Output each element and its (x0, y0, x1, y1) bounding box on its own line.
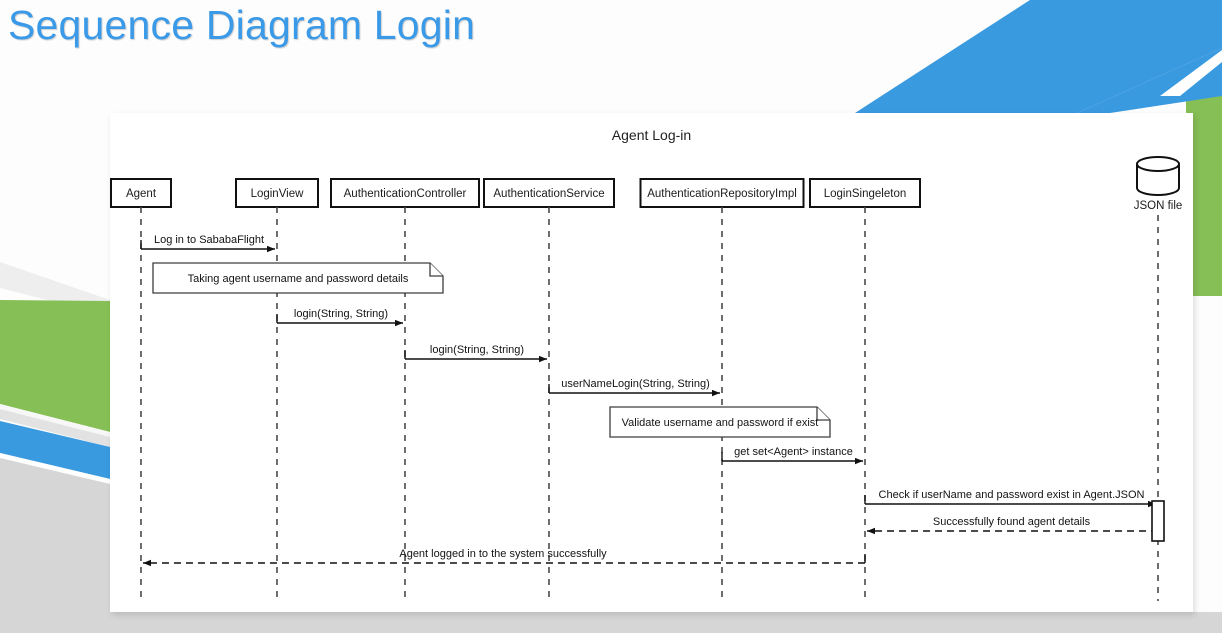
note-n2[interactable]: Validate username and password if exist (609, 406, 831, 438)
notes-group: Taking agent username and password detai… (152, 262, 831, 438)
database-icon (1136, 164, 1180, 196)
message-m5[interactable]: get set<Agent> instance (721, 446, 863, 465)
deco-gray-bottom-strip (0, 612, 1222, 633)
deco-gray-left-mid (0, 409, 110, 447)
message-m7[interactable]: Successfully found agent details (867, 516, 1159, 535)
message-label: login(String, String) (430, 344, 524, 356)
deco-blue-top-2 (1077, 48, 1222, 113)
lifeline-label: Agent (126, 188, 157, 200)
sequence-diagram-svg: Agent LoginView AuthenticationController Au… (110, 156, 1183, 601)
lifeline-agent[interactable]: Agent (110, 178, 172, 601)
message-m8[interactable]: Agent logged in to the system successful… (143, 548, 866, 567)
note-body (152, 262, 444, 294)
message-m2[interactable]: login(String, String) (276, 308, 403, 327)
message-m4[interactable]: userNameLogin(String, String) (548, 378, 720, 397)
note-n1[interactable]: Taking agent username and password detai… (152, 262, 444, 294)
note-body (609, 406, 831, 438)
message-label: Successfully found agent details (933, 516, 1091, 528)
deco-white-left-1 (0, 404, 110, 437)
deco-gray-left-bottom (0, 458, 110, 612)
diagram-title: Agent Log-in (611, 127, 692, 143)
lifeline-jsonfile[interactable]: JSON file (1134, 156, 1183, 601)
lifelines-group: Agent LoginView AuthenticationController Au… (110, 156, 1183, 601)
deco-gray-left-top (0, 262, 110, 316)
deco-white-sep-top (1160, 50, 1222, 96)
lifeline-authctrl[interactable]: AuthenticationController (330, 178, 480, 601)
deco-white-left-2 (0, 453, 110, 484)
message-label: Log in to SababaFlight (154, 234, 264, 246)
message-label: Check if userName and password exist in … (879, 489, 1145, 501)
activation-bar (1151, 500, 1165, 542)
lifeline-box[interactable] (235, 178, 319, 208)
lifeline-box[interactable] (639, 178, 805, 208)
lifeline-box[interactable] (330, 178, 480, 208)
lifeline-label: LoginSingeleton (824, 188, 907, 200)
note-fold-corner (816, 407, 830, 421)
activations-group (1151, 500, 1165, 542)
note-label: Validate username and password if exist (622, 417, 819, 429)
page-title: Sequence Diagram Login (8, 2, 476, 48)
lifeline-label: LoginView (251, 188, 305, 200)
lifeline-singleton[interactable]: LoginSingeleton (809, 178, 921, 601)
message-label: login(String, String) (294, 308, 388, 320)
lifeline-authrepo[interactable]: AuthenticationRepositoryImpl (639, 178, 805, 601)
deco-blue-top (855, 0, 1222, 113)
note-fold-corner (429, 263, 443, 277)
messages-group: Log in to SababaFlight login(String, Stri… (140, 234, 1159, 567)
note-label: Taking agent username and password detai… (188, 273, 409, 285)
message-m6[interactable]: Check if userName and password exist in … (864, 489, 1156, 508)
message-m3[interactable]: login(String, String) (404, 344, 547, 363)
message-m1[interactable]: Log in to SababaFlight (140, 234, 275, 253)
message-label: userNameLogin(String, String) (561, 378, 710, 390)
lifeline-label: AuthenticationService (493, 188, 604, 200)
database-lid-icon (1136, 156, 1180, 172)
lifeline-label: JSON file (1134, 200, 1183, 212)
lifeline-box[interactable] (483, 178, 615, 208)
lifeline-label: AuthenticationRepositoryImpl (647, 188, 797, 200)
lifeline-label: AuthenticationController (344, 188, 467, 200)
deco-green-left (0, 300, 110, 432)
message-label: get set<Agent> instance (734, 446, 853, 458)
lifeline-authsvc[interactable]: AuthenticationService (483, 178, 615, 601)
deco-blue-left (0, 421, 110, 479)
sequence-diagram-card: Agent Log-in Agent LoginView Authenticatio… (110, 113, 1193, 612)
message-label: Agent logged in to the system successful… (399, 548, 607, 560)
